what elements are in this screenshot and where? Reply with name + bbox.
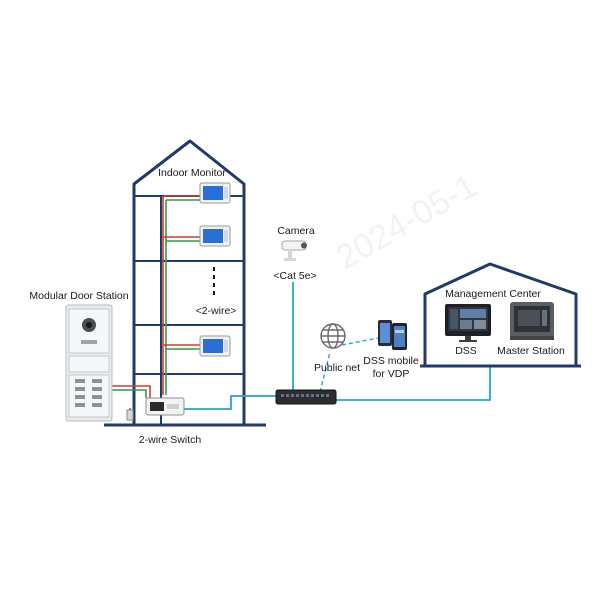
more-floors-ellipsis [213,267,215,295]
indoor-monitor-1 [199,182,231,204]
network-switch [275,389,337,405]
building-outline [132,139,246,425]
mobile-phones [378,320,407,350]
dss-monitor [445,304,491,342]
door-station-label: Modular Door Station [29,290,128,302]
public-net-globe-icon [320,323,346,349]
camera-label: Camera [277,225,315,237]
master-station-device [510,302,554,340]
public-net-label: Public net [314,362,360,374]
indoor-monitor-3 [199,335,231,357]
cat5e-label-bg [268,267,323,282]
master-station-label: Master Station [497,345,565,357]
management-center-outline [423,262,578,366]
dss-mobile-label-line2: for VDP [373,368,410,380]
management-center-label: Management Center [445,288,541,300]
indoor-monitor-2 [199,225,231,247]
dss-label: DSS [455,345,477,357]
watermark-text: 2024-05-1 [330,167,483,277]
two-wire-switch-label: 2-wire Switch [139,434,202,446]
internet-links [319,337,379,393]
cat5e-label: <Cat 5e> [273,270,316,282]
building [104,139,266,427]
two-wire-switch [145,397,185,416]
dss-mobile-label-line1: DSS mobile [363,355,419,367]
ip-camera [281,240,307,261]
two-wire-cabling [112,195,205,398]
power-module [126,408,134,421]
two-wire-label: <2-wire> [196,305,237,317]
modular-door-station [65,304,113,422]
indoor-monitor-label: Indoor Monitor [158,167,226,179]
network-cables [184,268,491,410]
